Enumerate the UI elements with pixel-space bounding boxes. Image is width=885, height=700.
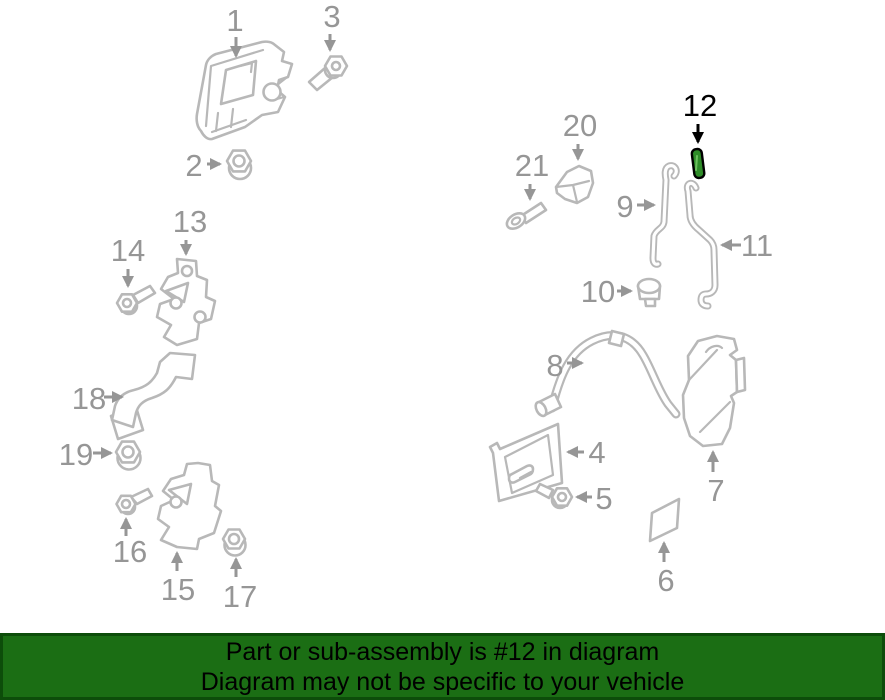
callout-label-14[interactable]: 14 [111,233,145,268]
callout-label-19[interactable]: 19 [59,437,93,472]
part-11-rod-drawing [683,179,719,310]
callout-label-6[interactable]: 6 [657,563,674,598]
callout-label-12[interactable]: 12 [683,88,717,123]
callout-label-15[interactable]: 15 [161,572,195,607]
callout-8[interactable]: 8 [546,348,584,383]
callout-14[interactable]: 14 [111,233,145,288]
callout-17[interactable]: 17 [223,557,257,614]
callout-15[interactable]: 15 [161,551,195,607]
callout-5[interactable]: 5 [575,481,613,516]
part-18-bracket-arm-drawing [109,351,197,441]
callout-label-7[interactable]: 7 [707,473,724,508]
callout-7[interactable]: 7 [707,450,725,508]
callout-label-11[interactable]: 11 [741,228,773,263]
callout-label-13[interactable]: 13 [173,204,207,239]
callout-label-4[interactable]: 4 [588,435,605,470]
part-19-nut-drawing [114,440,142,471]
part-13-bracket-drawing [155,257,217,347]
callout-label-8[interactable]: 8 [546,348,563,383]
part-7-latch-drawing [681,334,747,448]
callout-20[interactable]: 20 [563,108,597,161]
part-6-pad-drawing [648,497,681,543]
callout-9[interactable]: 9 [616,189,656,224]
callout-label-5[interactable]: 5 [595,481,612,516]
callout-19[interactable]: 19 [59,437,113,472]
banner-line-2: Diagram may not be specific to your vehi… [200,667,685,696]
callout-13[interactable]: 13 [173,204,207,256]
part-2-nut-drawing [225,149,253,181]
callout-label-9[interactable]: 9 [616,189,633,224]
part-12-clip-drawing-highlighted [690,147,706,180]
callout-label-17[interactable]: 17 [223,579,257,614]
callout-label-1[interactable]: 1 [226,3,243,38]
part-5-bolt-drawing [534,482,574,510]
callout-16[interactable]: 16 [113,517,147,569]
callout-10[interactable]: 10 [581,274,633,309]
callout-4[interactable]: 4 [566,435,606,470]
parts-diagram: 1 2 3 4 5 6 7 8 9 10 11 12 [59,0,773,614]
part-21-pin-drawing [505,201,548,231]
part-16-bolt-drawing [115,487,154,516]
callout-12-highlighted[interactable]: 12 [683,88,717,144]
part-3-bolt-drawing [307,55,349,92]
callout-6[interactable]: 6 [657,541,675,598]
callout-label-16[interactable]: 16 [113,534,147,569]
part-15-bracket-drawing [156,461,223,551]
callout-label-18[interactable]: 18 [72,381,106,416]
callout-18[interactable]: 18 [72,381,124,416]
part-20-clip-drawing [554,164,595,205]
part-1-handle-bezel-drawing [195,40,294,141]
callout-label-10[interactable]: 10 [581,274,615,309]
callout-label-3[interactable]: 3 [323,0,340,34]
callout-21[interactable]: 21 [515,148,549,201]
callout-label-2[interactable]: 2 [185,148,202,183]
callout-3[interactable]: 3 [323,0,341,52]
callout-2[interactable]: 2 [185,148,222,183]
part-9-rod-drawing [649,162,680,268]
banner-line-1: Part or sub-assembly is #12 in diagram [225,637,660,666]
part-4-plate-drawing [488,422,564,503]
part-10-grommet-drawing [636,277,662,308]
callout-label-20[interactable]: 20 [563,108,597,143]
part-8-cable-drawing [534,329,681,419]
part-17-nut-drawing [221,528,247,557]
highlight-banner: Part or sub-assembly is #12 in diagram D… [0,633,885,700]
callout-1[interactable]: 1 [226,3,244,58]
callout-label-21[interactable]: 21 [515,148,549,183]
callout-11[interactable]: 11 [720,228,773,263]
part-14-bolt-drawing [115,284,157,316]
